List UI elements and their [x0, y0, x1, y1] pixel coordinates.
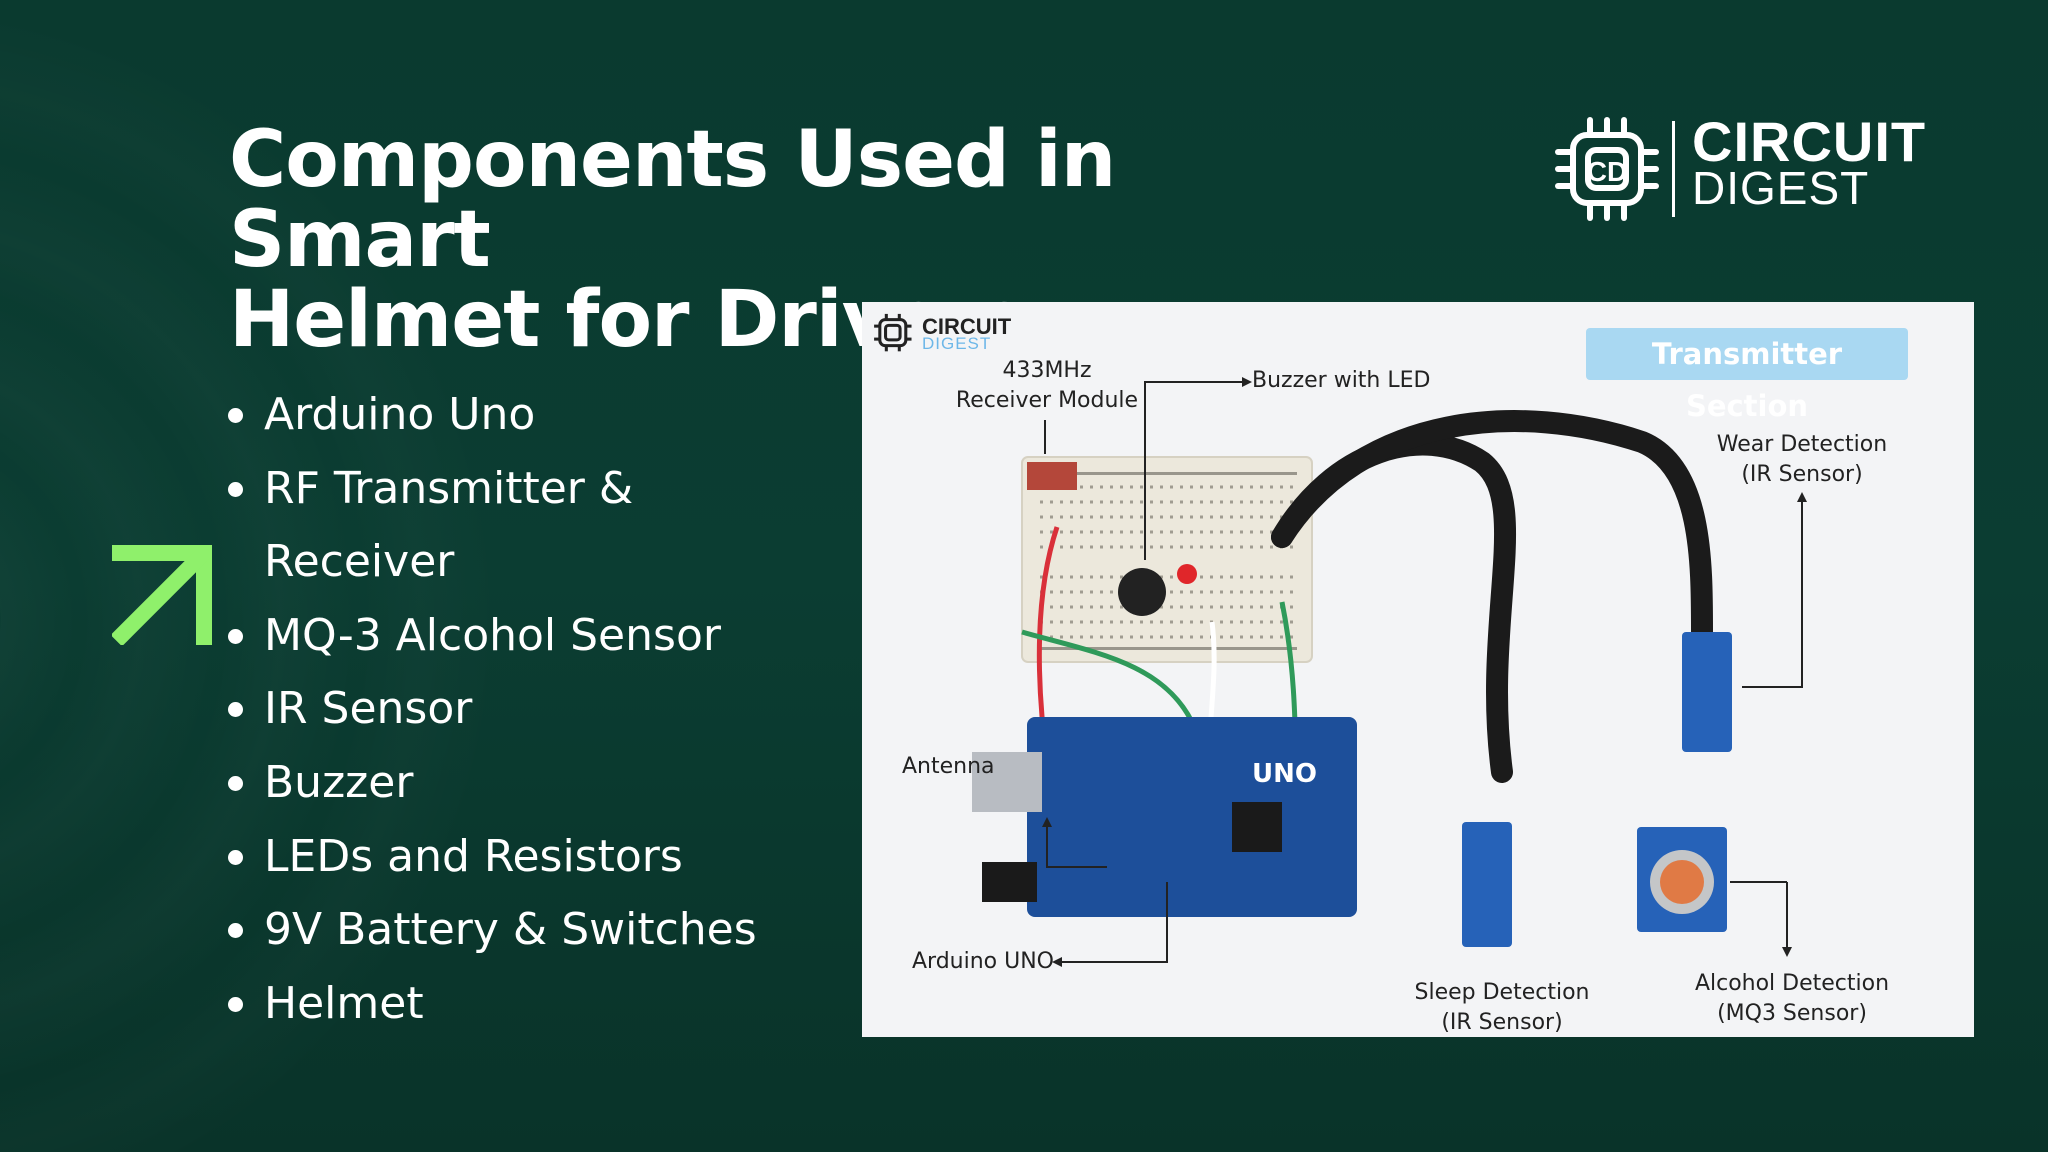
logo-line-2: DIGEST — [1692, 162, 1870, 214]
circuit-illustration: UNO — [972, 377, 1807, 967]
bullet — [228, 702, 243, 718]
logo-line-1: CIRCUIT — [1692, 110, 1927, 173]
svg-text:CD: CD — [1587, 156, 1627, 187]
logo-separator — [1672, 121, 1675, 217]
circuit-photo: UNO — [862, 302, 1974, 1037]
bullet — [228, 481, 243, 497]
list-item: Arduino Uno — [228, 378, 757, 452]
list-item: Buzzer — [228, 746, 757, 820]
list-item: LEDs and Resistors — [228, 820, 757, 894]
component-list: Arduino Uno RF Transmitter & Receiver MQ… — [228, 378, 757, 1040]
label-sleep-detection: Sleep Detection (IR Sensor) — [1414, 980, 1590, 1035]
label-buzzer: Buzzer with LED — [1252, 368, 1431, 393]
cable-wear — [1271, 410, 1713, 643]
label-alcohol-detection: Alcohol Detection (MQ3 Sensor) — [1694, 971, 1890, 1026]
transmitter-section-badge: Transmitter Section — [1586, 328, 1908, 423]
mini-chip-icon — [874, 313, 912, 352]
sleep-ir-sensor — [1462, 822, 1512, 947]
rf-module — [1027, 462, 1077, 490]
mini-logo-line-2: DIGEST — [922, 334, 992, 353]
mini-circuit-digest-logo: CIRCUIT DIGEST — [872, 312, 1022, 356]
arduino-board — [1027, 717, 1357, 917]
label-antenna: Antenna — [902, 754, 995, 779]
microcontroller-chip — [1232, 802, 1282, 852]
led — [1177, 564, 1197, 584]
list-item: RF Transmitter & — [228, 452, 757, 526]
circuit-digest-chip-icon: CD — [1555, 117, 1659, 221]
breadboard — [1021, 456, 1313, 663]
bullet — [228, 628, 243, 644]
bullet — [228, 408, 243, 423]
buzzer — [1118, 568, 1166, 616]
circuit-digest-logo: CD CIRCUIT DIGEST — [1555, 110, 1927, 225]
logo-text: CIRCUIT DIGEST — [1692, 110, 1927, 214]
list-item: Helmet — [228, 967, 757, 1041]
bullet — [228, 849, 243, 865]
power-jack — [982, 862, 1037, 902]
list-item: MQ-3 Alcohol Sensor — [228, 599, 757, 673]
label-rf-module: 433MHz Receiver Module — [955, 358, 1139, 413]
label-arduino: Arduino UNO — [912, 949, 1055, 974]
wear-ir-sensor — [1682, 632, 1732, 752]
mini-logo-line-1: CIRCUIT — [922, 314, 1012, 339]
list-item: IR Sensor — [228, 672, 757, 746]
title-line-1: Components Used in Smart — [229, 115, 1116, 285]
svg-text:UNO: UNO — [1252, 759, 1317, 789]
arrow-up-right-icon — [112, 545, 212, 645]
bullet — [228, 996, 243, 1012]
bullet — [228, 775, 243, 791]
label-wear-detection: Wear Detection (IR Sensor) — [1716, 432, 1888, 487]
list-item: 9V Battery & Switches — [228, 893, 757, 967]
usb-port — [972, 752, 1042, 812]
list-item-continuation: Receiver — [264, 536, 455, 588]
bullet — [228, 923, 243, 939]
